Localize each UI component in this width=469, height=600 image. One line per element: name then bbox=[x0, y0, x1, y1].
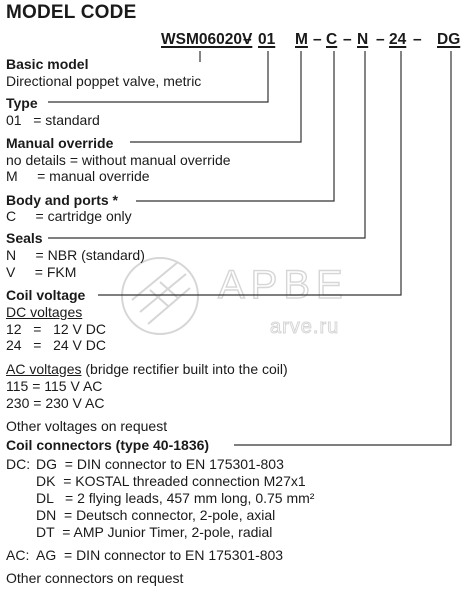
code-override: M bbox=[295, 31, 308, 48]
code-separator: – bbox=[343, 31, 352, 48]
code-separator: – bbox=[243, 31, 252, 48]
code-type: 01 bbox=[258, 31, 276, 48]
connectors-heading: Coil connectors (type 40-1836) bbox=[6, 437, 210, 453]
code-seals: N bbox=[357, 31, 369, 48]
connectors-ac-prefix: AC: bbox=[6, 547, 30, 563]
connector-option-dg: DG = DIN connector to EN 175301-803 bbox=[36, 456, 284, 472]
leader-line-voltage bbox=[98, 51, 402, 296]
watermark-logo-icon bbox=[121, 257, 199, 335]
override-option-m: M = manual override bbox=[6, 168, 150, 184]
basic-model-heading: Basic model bbox=[6, 56, 89, 72]
seals-heading: Seals bbox=[6, 230, 43, 246]
connector-option-ag: AG = DIN connector to EN 175301-803 bbox=[36, 547, 284, 563]
body-option-c: C = cartridge only bbox=[6, 208, 132, 224]
leader-line-body bbox=[136, 51, 335, 202]
code-separator: – bbox=[413, 31, 422, 48]
connector-option-dl: DL = 2 flying leads, 457 mm long, 0.75 m… bbox=[36, 490, 315, 506]
page-title: MODEL CODE bbox=[6, 2, 137, 23]
leader-line-override bbox=[130, 51, 302, 143]
connectors-dc-prefix: DC: bbox=[6, 456, 31, 472]
connector-option-dt: DT = AMP Junior Timer, 2-pole, radial bbox=[36, 524, 273, 540]
coil-voltage-heading: Coil voltage bbox=[6, 287, 86, 303]
dc-option-12: 12 = 12 V DC bbox=[6, 321, 106, 337]
code-body: C bbox=[326, 31, 338, 48]
override-heading: Manual override bbox=[6, 135, 114, 151]
code-separator: – bbox=[376, 31, 385, 48]
ac-voltages-line: AC voltages (bridge rectifier built into… bbox=[6, 361, 288, 377]
ac-voltages-note: (bridge rectifier built into the coil) bbox=[81, 361, 288, 377]
watermark-site: arve.ru bbox=[270, 316, 339, 338]
ac-voltages-heading: AC voltages bbox=[6, 361, 82, 377]
code-separator: – bbox=[313, 31, 322, 48]
leader-line-type bbox=[48, 51, 269, 103]
ac-option-230: 230 = 230 V AC bbox=[6, 395, 105, 411]
seals-option-v: V = FKM bbox=[6, 264, 77, 280]
basic-model-desc: Directional poppet valve, metric bbox=[6, 73, 202, 89]
voltage-other-note: Other voltages on request bbox=[6, 418, 168, 434]
connector-option-dn: DN = Deutsch connector, 2-pole, axial bbox=[36, 507, 276, 523]
override-option-none: no details = without manual override bbox=[6, 152, 231, 168]
code-base: WSM06020V bbox=[161, 31, 253, 48]
body-heading: Body and ports * bbox=[6, 192, 119, 208]
leader-line-connectors bbox=[234, 51, 452, 446]
type-heading: Type bbox=[6, 95, 38, 111]
code-connector: DG bbox=[437, 31, 461, 48]
connector-option-dk: DK = KOSTAL threaded connection M27x1 bbox=[36, 473, 306, 489]
connectors-other-note: Other connectors on request bbox=[6, 570, 184, 586]
leader-line-seals bbox=[48, 51, 366, 239]
watermark-brand: АРВЕ bbox=[218, 263, 349, 307]
code-voltage: 24 bbox=[389, 31, 407, 48]
dc-voltages-heading: DC voltages bbox=[6, 304, 83, 320]
dc-option-24: 24 = 24 V DC bbox=[6, 337, 106, 353]
ac-option-115: 115 = 115 V AC bbox=[6, 378, 103, 394]
type-option-01: 01 = standard bbox=[6, 112, 100, 128]
seals-option-n: N = NBR (standard) bbox=[6, 247, 145, 263]
